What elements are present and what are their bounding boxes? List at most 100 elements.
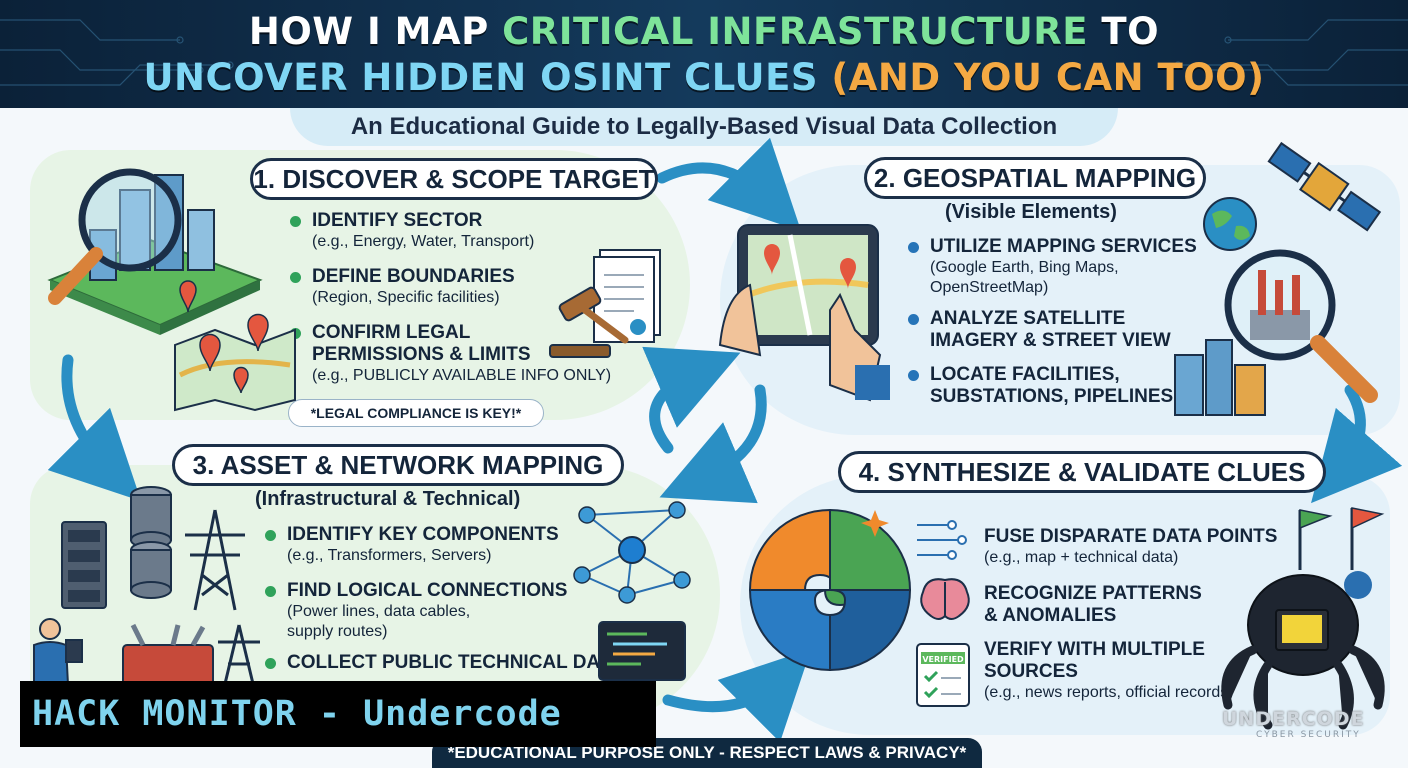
cycle-arrow-down bbox=[659, 384, 767, 504]
title-part-highlight: (AND YOU CAN TOO) bbox=[831, 56, 1265, 99]
title-part-highlight: CRITICAL INFRASTRUCTURE bbox=[502, 10, 1089, 53]
section3-item-components: IDENTIFY KEY COMPONENTS (e.g., Transform… bbox=[265, 524, 559, 566]
magnifier-city-icon bbox=[47, 168, 263, 335]
section4-item-fuse: FUSE DISPARATE DATA POINTS (e.g., map + … bbox=[984, 526, 1277, 568]
network-graph-icon bbox=[573, 501, 691, 604]
item-detail: supply routes) bbox=[287, 623, 388, 640]
arrow-2-to-4 bbox=[1311, 384, 1403, 504]
item-detail: OpenStreetMap) bbox=[930, 279, 1049, 296]
section2-subtitle: (Visible Elements) bbox=[945, 201, 1117, 223]
item-detail: (Region, Specific facilities) bbox=[312, 289, 500, 306]
title-part: TO bbox=[1088, 10, 1160, 53]
item-detail: (Google Earth, Bing Maps, bbox=[930, 259, 1119, 276]
section1-item-legal: CONFIRM LEGAL PERMISSIONS & LIMITS (e.g.… bbox=[290, 322, 611, 386]
undercode-logo: UNDERCODE bbox=[1222, 708, 1365, 730]
legal-document-icon bbox=[593, 249, 661, 343]
section1-title: 1. DISCOVER & SCOPE TARGET bbox=[250, 158, 658, 200]
arrow-1-to-3 bbox=[47, 354, 142, 502]
circuit-decoration-icon bbox=[0, 19, 234, 86]
item-heading: IMAGERY & STREET VIEW bbox=[930, 330, 1171, 351]
bullet-dot bbox=[265, 658, 276, 669]
section3-item-technical: COLLECT PUBLIC TECHNICAL DATA bbox=[265, 652, 623, 674]
section4-item-verify: VERIFY WITH MULTIPLE SOURCES (e.g., news… bbox=[984, 639, 1234, 703]
item-detail: (Power lines, data cables, bbox=[287, 603, 471, 620]
item-heading: IDENTIFY SECTOR bbox=[312, 210, 483, 231]
item-heading: & ANOMALIES bbox=[984, 605, 1117, 626]
brain-icon bbox=[920, 578, 970, 620]
tablet-map-icon bbox=[718, 224, 890, 402]
item-heading: FIND LOGICAL CONNECTIONS bbox=[287, 580, 568, 601]
item-heading: PERMISSIONS & LIMITS bbox=[312, 344, 531, 365]
factory-magnifier-icon bbox=[1224, 249, 1378, 403]
section4-title: 4. SYNTHESIZE & VALIDATE CLUES bbox=[838, 451, 1326, 493]
toolbox-icon bbox=[122, 623, 214, 686]
item-heading: RECOGNIZE PATTERNS bbox=[984, 583, 1202, 604]
section2-item-services: UTILIZE MAPPING SERVICES (Google Earth, … bbox=[908, 236, 1197, 298]
legal-note-badge: *LEGAL COMPLIANCE IS KEY!* bbox=[288, 399, 544, 427]
bullet-dot bbox=[908, 314, 919, 325]
section1-item-sector: IDENTIFY SECTOR (e.g., Energy, Water, Tr… bbox=[290, 210, 534, 252]
hacker-octopus-icon bbox=[1221, 571, 1385, 730]
arrow-1-to-2 bbox=[656, 137, 802, 232]
item-heading: VERIFY WITH MULTIPLE bbox=[984, 639, 1205, 660]
code-monitor-icon bbox=[598, 621, 686, 681]
power-tower-icon bbox=[218, 624, 260, 689]
section2-item-satellite: ANALYZE SATELLITE IMAGERY & STREET VIEW bbox=[908, 308, 1171, 352]
item-heading: FUSE DISPARATE DATA POINTS bbox=[984, 526, 1278, 547]
section3-subtitle: (Infrastructural & Technical) bbox=[255, 488, 521, 510]
globe-icon bbox=[1203, 197, 1257, 251]
circuit-decoration-icon bbox=[1174, 19, 1408, 86]
undercode-logo-subtitle: CYBER SECURITY bbox=[1256, 730, 1361, 740]
item-heading: CONFIRM LEGAL bbox=[312, 322, 471, 343]
database-icon bbox=[130, 486, 172, 549]
data-flow-icon bbox=[917, 520, 967, 560]
verified-badge: VERIFIED bbox=[922, 655, 964, 664]
page-title-line1: HOW I MAP CRITICAL INFRASTRUCTURE TO bbox=[0, 10, 1408, 53]
section2-title: 2. GEOSPATIAL MAPPING bbox=[864, 157, 1206, 199]
title-part: UNCOVER HIDDEN OSINT CLUES bbox=[143, 56, 832, 99]
buildings-icon bbox=[1174, 339, 1266, 416]
item-heading: SUBSTATIONS, PIPELINES bbox=[930, 386, 1174, 407]
item-heading: DEFINE BOUNDARIES bbox=[312, 266, 515, 287]
puzzle-icon bbox=[748, 508, 912, 672]
item-heading: LOCATE FACILITIES, bbox=[930, 364, 1120, 385]
title-part: HOW I MAP bbox=[248, 10, 503, 53]
map-pins-icon bbox=[174, 313, 296, 412]
power-tower-icon bbox=[185, 509, 245, 611]
item-detail: (e.g., Energy, Water, Transport) bbox=[312, 233, 535, 250]
header-banner: HOW I MAP CRITICAL INFRASTRUCTURE TO UNC… bbox=[0, 0, 1408, 108]
bullet-dot bbox=[290, 216, 301, 227]
item-detail: (e.g., news reports, official records) bbox=[984, 684, 1234, 701]
item-heading: IDENTIFY KEY COMPONENTS bbox=[287, 524, 559, 545]
person-tablet-icon bbox=[33, 618, 83, 686]
page-title-line2: UNCOVER HIDDEN OSINT CLUES (AND YOU CAN … bbox=[0, 56, 1408, 99]
page-subtitle: An Educational Guide to Legally-Based Vi… bbox=[290, 108, 1118, 146]
item-detail: (e.g., Transformers, Servers) bbox=[287, 547, 492, 564]
arrow-3-to-4 bbox=[662, 648, 812, 743]
server-rack-icon bbox=[61, 521, 107, 609]
verified-checklist-icon bbox=[916, 643, 970, 707]
section2-item-facilities: LOCATE FACILITIES, SUBSTATIONS, PIPELINE… bbox=[908, 364, 1173, 408]
satellite-icon bbox=[1267, 141, 1382, 232]
bullet-dot bbox=[265, 586, 276, 597]
watermark-banner: HACK MONITOR - Undercode bbox=[20, 681, 656, 747]
bullet-dot bbox=[908, 370, 919, 381]
database-icon bbox=[130, 541, 172, 599]
flags-icon bbox=[1298, 507, 1385, 570]
gavel-icon bbox=[549, 286, 629, 358]
bullet-dot bbox=[290, 272, 301, 283]
section4-item-patterns: RECOGNIZE PATTERNS & ANOMALIES bbox=[984, 583, 1202, 627]
bullet-dot bbox=[265, 530, 276, 541]
item-detail: (e.g., map + technical data) bbox=[984, 549, 1179, 566]
item-heading: SOURCES bbox=[984, 661, 1078, 682]
item-heading: COLLECT PUBLIC TECHNICAL DATA bbox=[287, 652, 623, 673]
section1-item-boundaries: DEFINE BOUNDARIES (Region, Specific faci… bbox=[290, 266, 515, 308]
item-heading: UTILIZE MAPPING SERVICES bbox=[930, 236, 1197, 257]
bullet-dot bbox=[908, 242, 919, 253]
cycle-arrow-up bbox=[642, 346, 741, 454]
section3-item-connections: FIND LOGICAL CONNECTIONS (Power lines, d… bbox=[265, 580, 567, 642]
item-heading: ANALYZE SATELLITE bbox=[930, 308, 1126, 329]
item-detail: (e.g., PUBLICLY AVAILABLE INFO ONLY) bbox=[312, 367, 612, 384]
section3-title: 3. ASSET & NETWORK MAPPING bbox=[172, 444, 624, 486]
